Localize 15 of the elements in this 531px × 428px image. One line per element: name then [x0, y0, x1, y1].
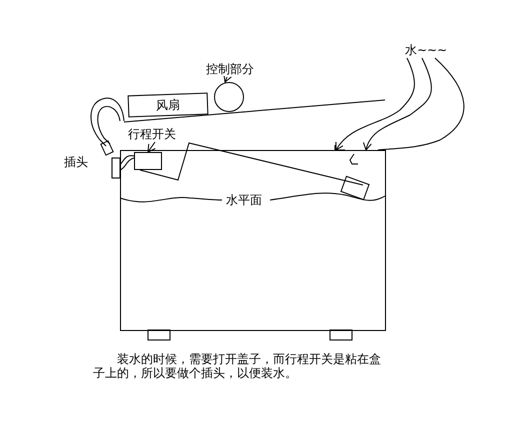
fan-box: 风扇 — [128, 92, 208, 118]
curved-line — [378, 58, 464, 150]
caption: 装水的时候，需要打开盖子，而行程开关是粘在盒子上的，所以要做个插头，以便装水。 — [93, 352, 382, 380]
label-text: 行程开关 — [128, 127, 178, 141]
arrow — [223, 74, 232, 82]
tank-box — [120, 150, 386, 331]
arrow — [364, 58, 432, 150]
water-level-label: 水平面 — [224, 193, 264, 207]
arrow — [148, 142, 156, 152]
switch-box — [134, 152, 162, 170]
label-text: 控制部分 — [206, 62, 256, 76]
arrow — [336, 58, 415, 150]
label-text: 水~~~ — [405, 43, 445, 57]
control-circle — [214, 82, 244, 112]
plug-label: 插头 — [62, 155, 90, 169]
